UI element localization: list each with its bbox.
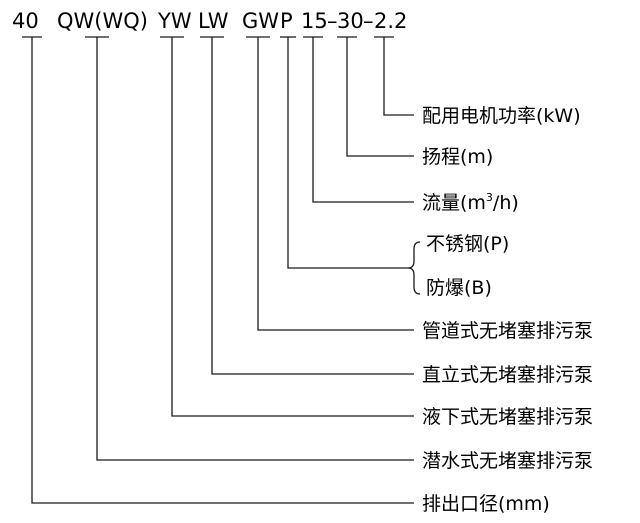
code-head: 30 bbox=[337, 9, 364, 33]
label-outlet-diameter: 排出口径(mm) bbox=[422, 493, 550, 515]
connector-vertical bbox=[211, 37, 414, 375]
code-dash-1: – bbox=[327, 9, 338, 33]
connector-diameter bbox=[31, 37, 414, 504]
label-liquid-submerged: 液下式无堵塞排污泵 bbox=[422, 406, 593, 428]
connector-liquid-submerged bbox=[171, 37, 414, 417]
label-head: 扬程(m) bbox=[422, 146, 493, 168]
code-flow: 15 bbox=[301, 9, 328, 33]
connector-power bbox=[383, 37, 414, 116]
label-pipeline: 管道式无堵塞排污泵 bbox=[422, 320, 593, 342]
connector-flow bbox=[312, 37, 414, 203]
code-diameter: 40 bbox=[12, 9, 39, 33]
label-vertical: 直立式无堵塞排污泵 bbox=[422, 364, 593, 386]
code-vertical: LW bbox=[198, 9, 229, 33]
code-submersible: QW(WQ) bbox=[57, 9, 148, 33]
material-brace bbox=[407, 241, 421, 295]
connector-submersible bbox=[96, 37, 414, 461]
code-material: P bbox=[280, 9, 293, 33]
label-flow: 流量(m3/h) bbox=[422, 191, 519, 214]
code-pipeline: GW bbox=[242, 9, 279, 33]
model-code: 40 QW(WQ) YW LW GW P 15 – 30 – 2.2 bbox=[12, 9, 407, 33]
code-dash-2: – bbox=[363, 9, 374, 33]
connectors bbox=[31, 37, 414, 504]
label-flow-superscript: 3 bbox=[486, 191, 493, 204]
label-explosion-proof: 防爆(B) bbox=[426, 277, 492, 299]
label-submersible: 潜水式无堵塞排污泵 bbox=[422, 450, 593, 472]
label-flow-suffix: /h) bbox=[493, 192, 519, 214]
labels: 配用电机功率(kW) 扬程(m) 流量(m3/h) 不锈钢(P) 防爆(B) 管… bbox=[422, 105, 593, 515]
connector-pipeline bbox=[257, 37, 414, 331]
code-liquid-submerged: YW bbox=[157, 9, 192, 33]
code-power: 2.2 bbox=[374, 9, 407, 33]
label-stainless: 不锈钢(P) bbox=[426, 233, 509, 255]
label-flow-prefix: 流量(m bbox=[422, 192, 486, 214]
connector-material bbox=[287, 37, 408, 269]
label-power: 配用电机功率(kW) bbox=[422, 105, 581, 127]
connector-head bbox=[346, 37, 414, 157]
